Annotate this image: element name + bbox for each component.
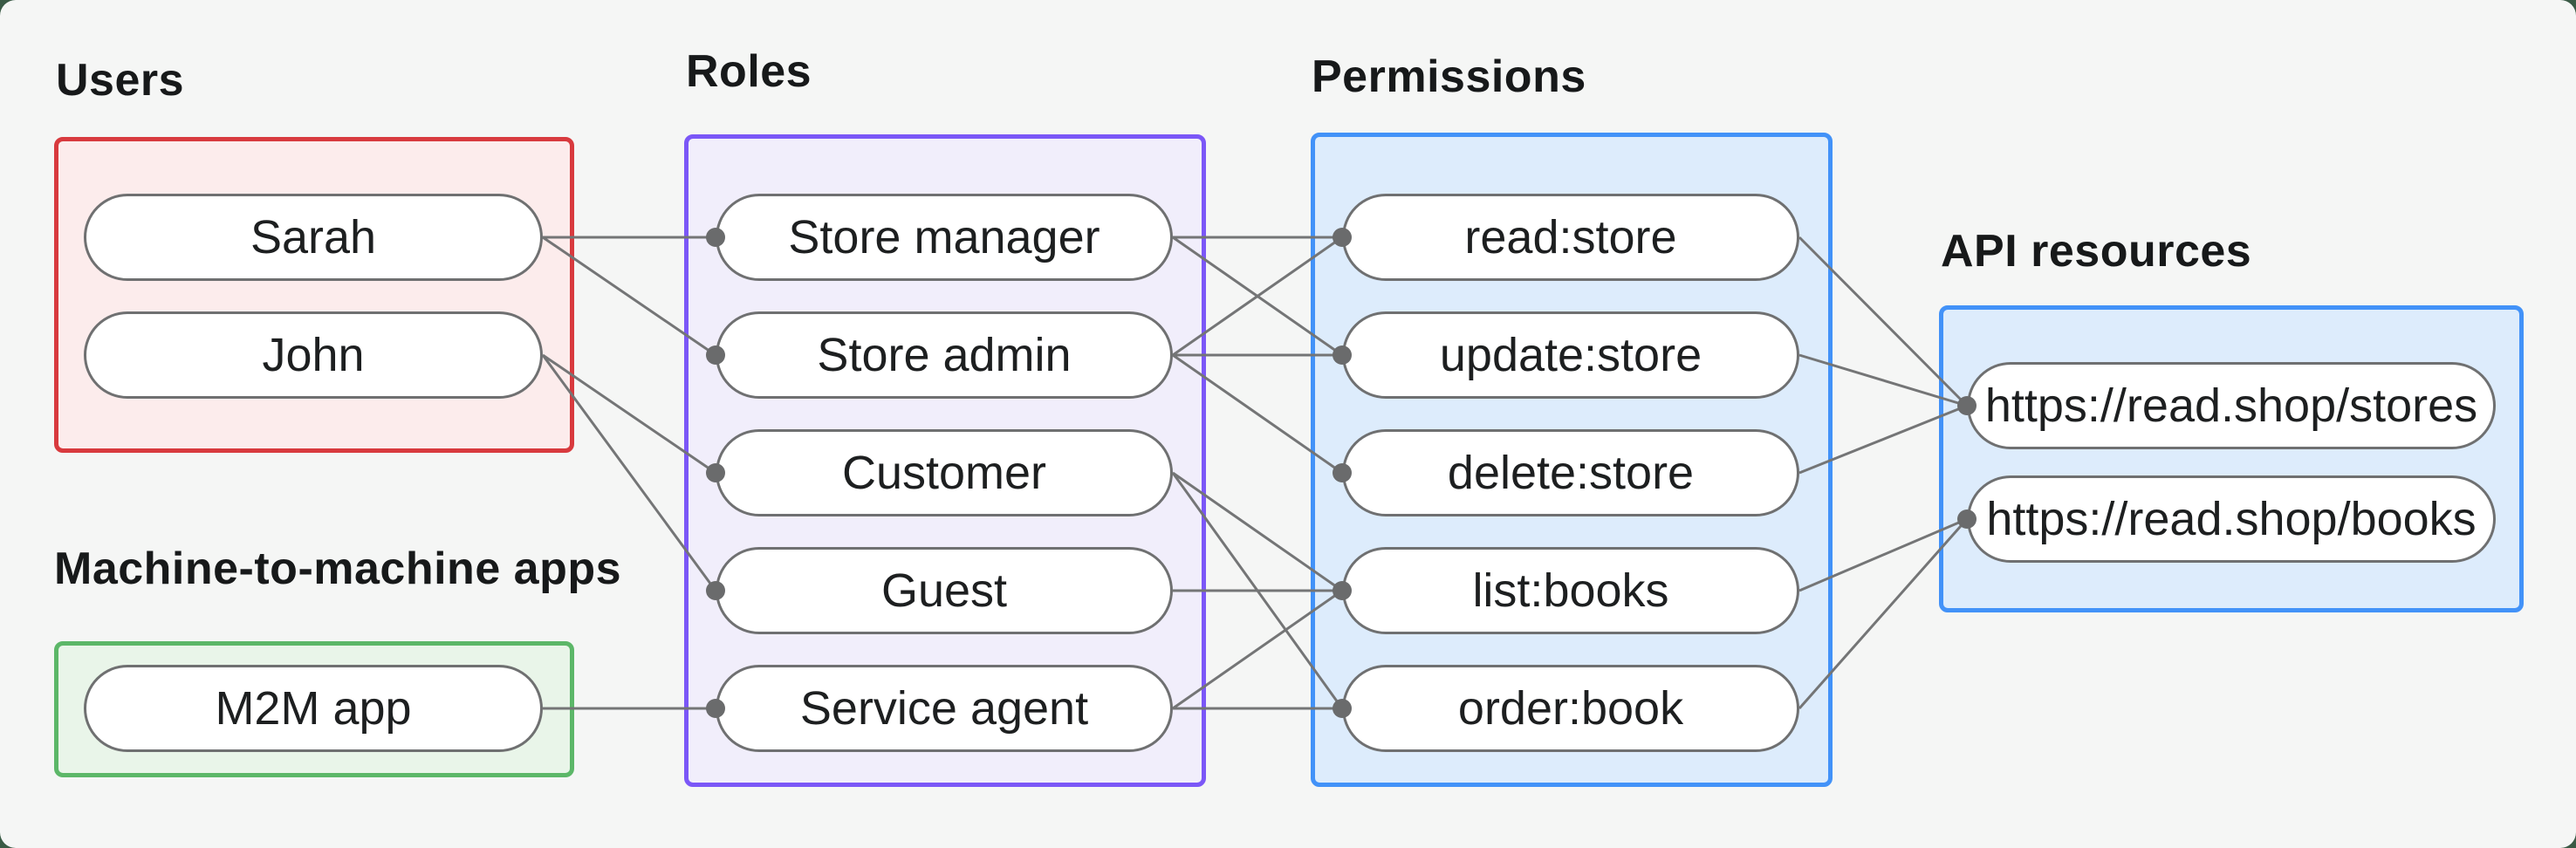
node-update-store: update:store [1342, 311, 1799, 399]
group-roles-label: Roles [686, 46, 812, 97]
node-john: John [84, 311, 543, 399]
node-list-books: list:books [1342, 547, 1799, 634]
group-api-label: API resources [1941, 226, 2252, 277]
node-read-store: read:store [1342, 194, 1799, 281]
node-store-admin: Store admin [716, 311, 1173, 399]
group-users-label: Users [56, 55, 185, 106]
node-api-stores: https://read.shop/stores [1967, 362, 2496, 449]
node-store-manager: Store manager [716, 194, 1173, 281]
node-sarah: Sarah [84, 194, 543, 281]
node-delete-store: delete:store [1342, 429, 1799, 516]
group-permissions-label: Permissions [1312, 51, 1586, 102]
node-customer: Customer [716, 429, 1173, 516]
node-api-books: https://read.shop/books [1967, 475, 2496, 563]
node-order-book: order:book [1342, 665, 1799, 752]
group-users-box [54, 137, 574, 453]
node-m2m-app: M2M app [84, 665, 543, 752]
group-m2m-label: Machine-to-machine apps [54, 544, 622, 594]
node-guest: Guest [716, 547, 1173, 634]
node-service-agent: Service agent [716, 665, 1173, 752]
group-api-box [1939, 305, 2524, 612]
